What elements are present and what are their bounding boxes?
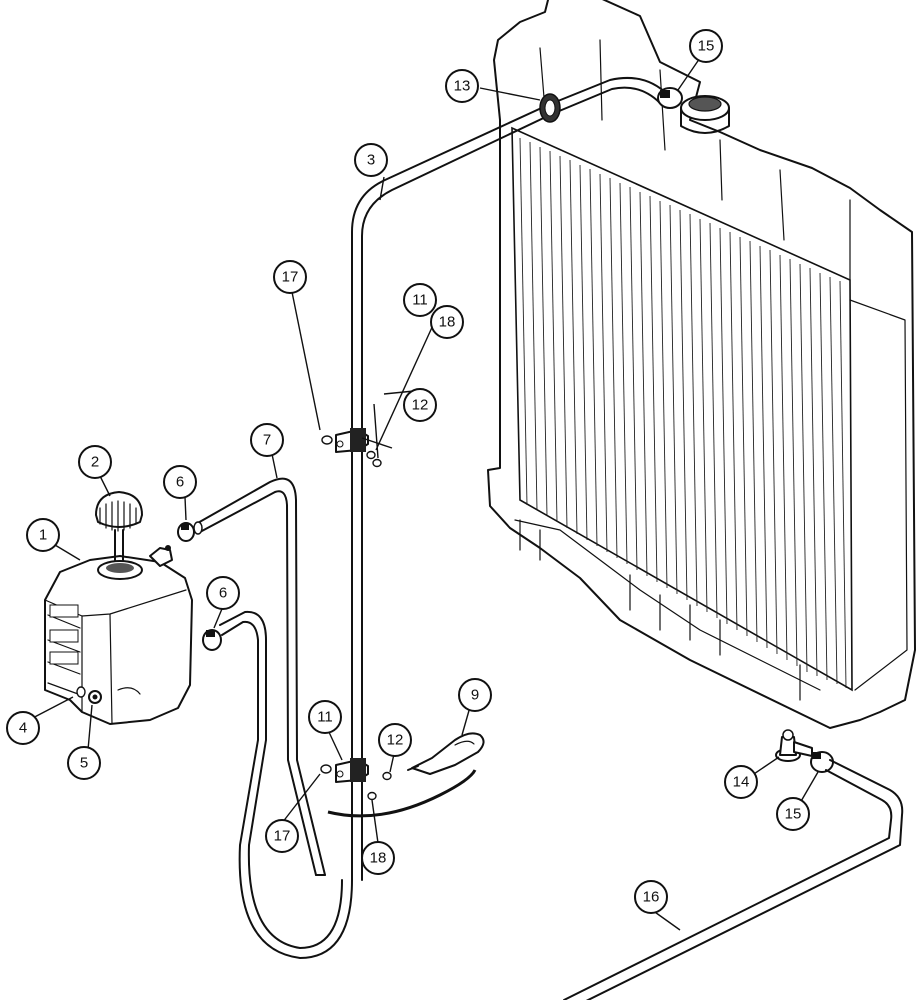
overflow-tube (351, 76, 669, 881)
nut-12-lower (382, 771, 392, 781)
callout-label: 12 (412, 397, 429, 414)
callout-6-lower: 6 (206, 576, 240, 610)
callout-label: 18 (439, 314, 456, 331)
callout-14: 14 (724, 765, 758, 799)
callout-17-upper: 17 (273, 260, 307, 294)
gasket (76, 686, 86, 698)
grommet (539, 93, 561, 123)
callout-11-lower: 11 (308, 700, 342, 734)
callout-label: 15 (785, 806, 802, 823)
hose-clamp-6-lower (202, 629, 222, 651)
clip-lower (335, 758, 369, 783)
callout-9: 9 (458, 678, 492, 712)
callout-1: 1 (26, 518, 60, 552)
callout-label: 11 (412, 292, 428, 309)
radiator-fins (519, 137, 847, 689)
callout-12-lower: 12 (378, 723, 412, 757)
coolant-reservoir (44, 545, 193, 725)
reservoir-cap (95, 491, 143, 561)
callout-5: 5 (67, 746, 101, 780)
callout-label: 7 (263, 432, 271, 449)
retaining-strap (327, 732, 485, 818)
callout-label: 13 (454, 78, 471, 95)
side-tank (849, 299, 908, 691)
callout-3: 3 (354, 143, 388, 177)
callout-6-upper: 6 (163, 465, 197, 499)
callout-16: 16 (634, 880, 668, 914)
hose-clamp-top (657, 87, 683, 109)
callout-label: 12 (387, 732, 404, 749)
drain-plug (88, 690, 102, 704)
callout-4: 4 (6, 711, 40, 745)
callout-15-bottom: 15 (776, 797, 810, 831)
callout-label: 2 (91, 454, 99, 471)
radiator-core (511, 126, 853, 692)
radiator (487, 0, 916, 729)
callout-17-lower: 17 (265, 819, 299, 853)
callout-label: 15 (698, 38, 715, 55)
callout-15-top: 15 (689, 29, 723, 63)
callout-7: 7 (250, 423, 284, 457)
callout-11-upper: 11 (403, 283, 437, 317)
drain-hose (563, 759, 904, 1000)
drain-valve (775, 729, 813, 762)
callout-label: 1 (39, 527, 47, 544)
bottom-tank-edge (514, 519, 821, 691)
shroud-ribs (539, 39, 851, 281)
hose-7 (193, 477, 326, 876)
filler-neck (680, 95, 730, 134)
callout-13: 13 (445, 69, 479, 103)
callout-label: 5 (80, 755, 88, 772)
callout-label: 17 (282, 269, 299, 286)
hose-clamp-6-upper (177, 522, 195, 542)
hose-clamp-bottom (810, 751, 834, 773)
callout-2: 2 (78, 445, 112, 479)
washer-17-upper (321, 435, 333, 445)
hose-lower-loop (219, 610, 353, 959)
callout-12-upper: 12 (403, 388, 437, 422)
callout-label: 3 (367, 152, 375, 169)
nut-18-lower (367, 791, 377, 801)
callout-label: 11 (317, 709, 333, 726)
callout-label: 18 (370, 850, 387, 867)
callout-label: 16 (643, 889, 660, 906)
clip-upper (335, 428, 369, 453)
nut-18-upper (366, 450, 376, 460)
callout-label: 4 (19, 720, 27, 737)
callout-label: 17 (274, 828, 291, 845)
callout-label: 9 (471, 687, 479, 704)
nut-12-upper (372, 458, 382, 468)
callout-label: 6 (176, 474, 184, 491)
callout-label: 14 (733, 774, 750, 791)
callout-label: 6 (219, 585, 227, 602)
washer-17-lower (320, 764, 332, 774)
callout-18-upper: 18 (430, 305, 464, 339)
callout-18-lower: 18 (361, 841, 395, 875)
bottom-tank-ribs (519, 519, 801, 701)
